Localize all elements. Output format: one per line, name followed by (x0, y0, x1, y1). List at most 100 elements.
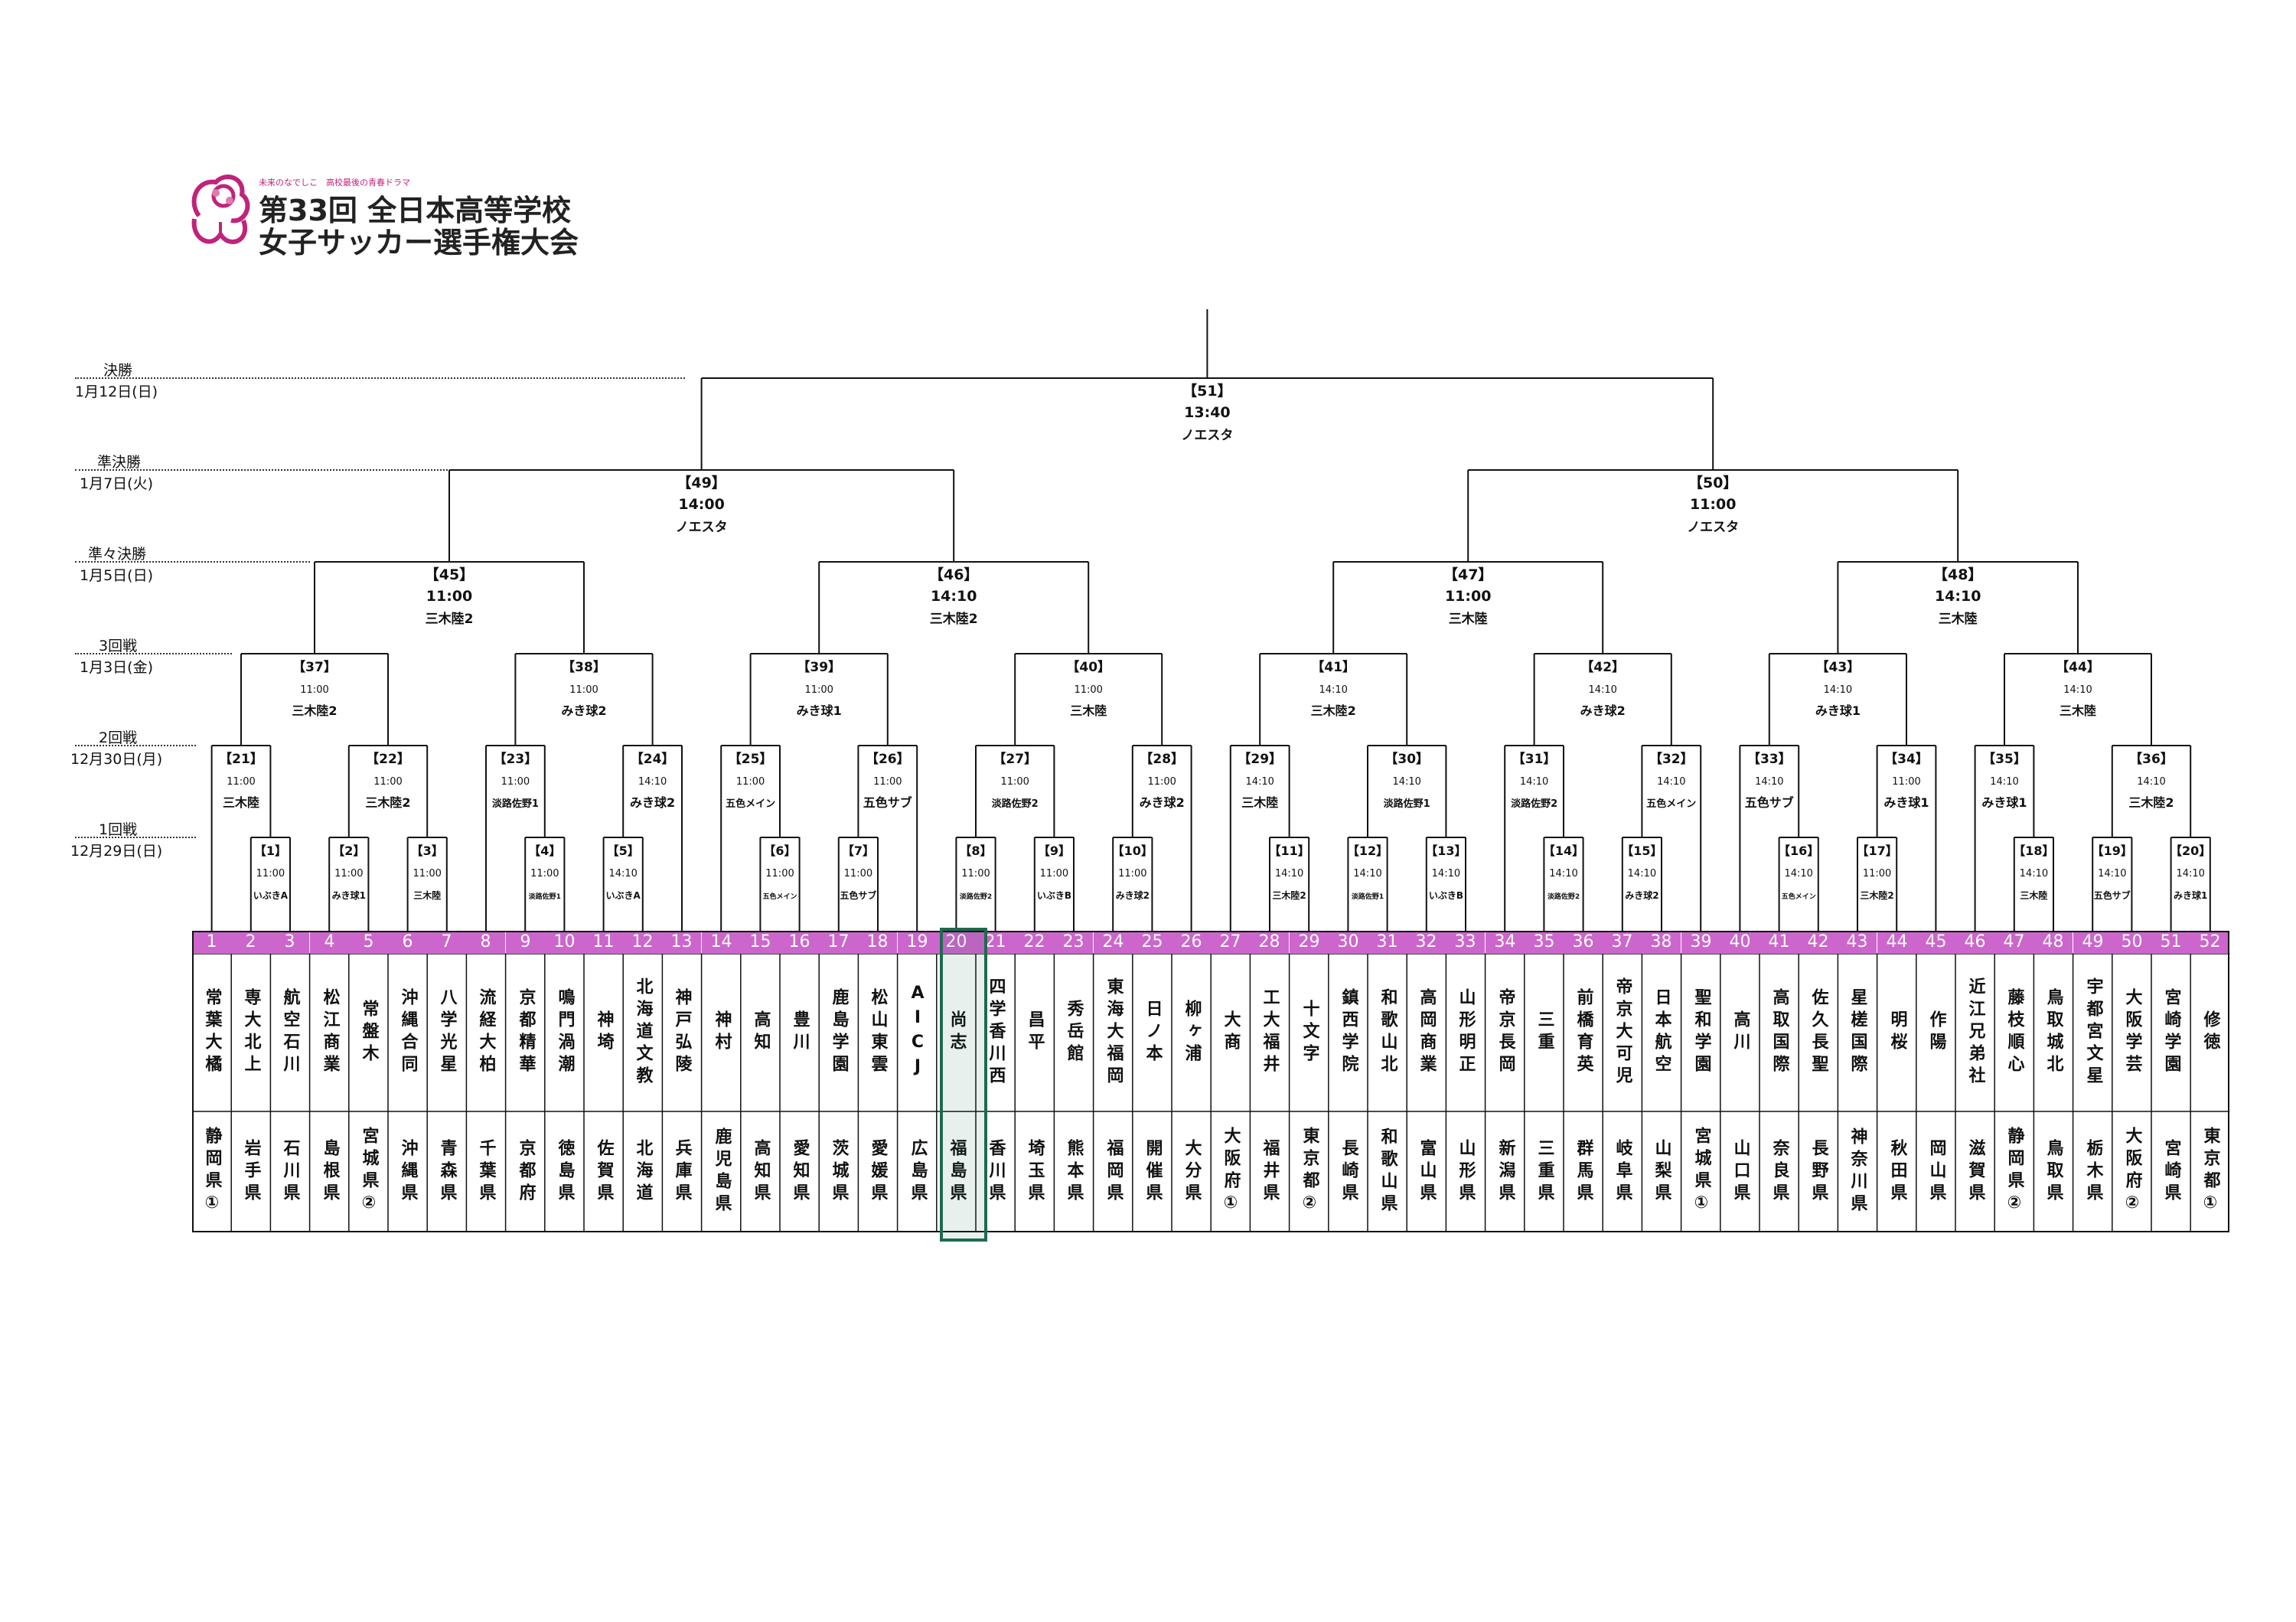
team-prefecture-cell: 栃木県 (2073, 1111, 2112, 1232)
round-divider-quarter (75, 561, 310, 563)
match-venue: ノエスタ (676, 520, 728, 535)
team-prefecture-cell: 富山県 (1407, 1111, 1446, 1232)
match-time: 11:00 (1118, 868, 1146, 880)
match-time: 14:10 (2020, 868, 2048, 880)
team-name-cell: 帝京長岡 (1486, 954, 1525, 1111)
team-name: 高川 (1730, 1010, 1750, 1055)
match-number: 【3】 (411, 844, 444, 858)
team-prefecture-cell: 沖縄県 (388, 1111, 427, 1232)
match-time: 11:00 (227, 776, 255, 788)
round-divider-r1 (75, 837, 196, 838)
match-time: 14:10 (1784, 868, 1812, 880)
match-number: 【33】 (1747, 751, 1792, 767)
team-name: 松江商業 (320, 988, 340, 1077)
team-prefecture: 広島県 (908, 1138, 928, 1206)
team-prefecture: 静岡県① (202, 1126, 222, 1218)
team-name-cell: 大阪学芸 (2112, 954, 2151, 1111)
team-prefecture-cell: 山口県 (1720, 1111, 1760, 1232)
team-prefecture-cell: 宮城県② (349, 1111, 388, 1232)
team-prefecture-cell: 岡山県 (1916, 1111, 1955, 1232)
match-time: 14:10 (1432, 868, 1460, 880)
team-number: 5 (349, 931, 388, 954)
team-prefecture-cell: 徳島県 (545, 1111, 584, 1232)
match-time: 11:00 (256, 868, 285, 880)
match-number: 【24】 (631, 751, 675, 767)
match-time: 14:10 (1520, 776, 1548, 788)
team-name-cell: 常盤木 (349, 954, 388, 1111)
match-venue: 三木陸 (1939, 611, 1978, 627)
team-name-cell: 高取国際 (1760, 954, 1799, 1111)
match-time: 14:10 (1275, 868, 1303, 880)
match-number: 【51】 (1182, 382, 1231, 400)
round-date-r3: 1月3日(金) (80, 659, 154, 676)
team-number: 16 (780, 931, 819, 954)
team-name: 大阪学芸 (2122, 988, 2142, 1077)
match-time: 11:00 (569, 684, 598, 696)
team-name: 近江兄弟社 (1965, 977, 1985, 1088)
match-venue: 淡路佐野2 (1511, 798, 1557, 810)
team-prefecture: 茨城県 (829, 1138, 849, 1206)
match-number: 【50】 (1688, 474, 1737, 491)
match-time: 14:10 (1657, 776, 1685, 788)
team-prefecture: 岩手県 (241, 1138, 261, 1206)
match-number: 【13】 (1425, 844, 1466, 858)
match-venue: みき球1 (1815, 703, 1861, 718)
team-name-cell: 豊川 (780, 954, 819, 1111)
match-number: 【1】 (254, 844, 287, 858)
team-name: 星槎国際 (1848, 988, 1867, 1077)
match-time: 13:40 (1184, 404, 1230, 421)
match-time: 11:00 (334, 868, 363, 880)
team-prefecture-cell: 和歌山県 (1368, 1111, 1407, 1232)
team-name-cell: 松山東雲 (858, 954, 897, 1111)
match-venue: 淡路佐野1 (529, 892, 561, 901)
team-prefecture-cell: 福島県 (937, 1111, 976, 1232)
match-time: 14:10 (1353, 868, 1381, 880)
round-date-quarter: 1月5日(日) (80, 567, 154, 584)
team-prefecture: 高知県 (751, 1138, 771, 1206)
team-prefecture: 秋田県 (1887, 1138, 1907, 1206)
match-number: 【40】 (1066, 659, 1110, 675)
match-venue: 三木陸2 (930, 611, 978, 627)
team-prefecture: 石川県 (280, 1138, 300, 1206)
match-number: 【11】 (1268, 844, 1309, 858)
team-prefecture-cell: 山梨県 (1642, 1111, 1681, 1232)
team-prefecture-cell: 千葉県 (466, 1111, 505, 1232)
match-number: 【21】 (219, 751, 263, 767)
match-number: 【28】 (1140, 751, 1184, 767)
team-prefecture-cell: 長崎県 (1329, 1111, 1368, 1232)
team-prefecture-cell: 愛媛県 (858, 1111, 897, 1232)
match-venue: 三木陸2 (365, 795, 410, 810)
team-number: 50 (2112, 931, 2151, 954)
team-prefecture: 和歌山県 (1378, 1128, 1397, 1216)
match-time: 14:10 (608, 868, 637, 880)
round-divider-r3 (75, 653, 232, 654)
match-venue: みき球2 (1580, 703, 1626, 718)
team-name: 大商 (1221, 1010, 1241, 1055)
match-venue: いぶきB (1037, 890, 1071, 901)
match-time: 14:10 (1990, 776, 2018, 788)
match-time: 11:00 (1690, 496, 1736, 513)
round-label-semi: 準決勝 (97, 454, 142, 471)
team-prefecture: 兵庫県 (672, 1138, 692, 1206)
team-prefecture-cell: 神奈川県 (1838, 1111, 1877, 1232)
team-number: 3 (270, 931, 309, 954)
team-name: 日本航空 (1652, 988, 1671, 1077)
team-number: 6 (388, 931, 427, 954)
match-number: 【36】 (2129, 751, 2174, 767)
team-name: 工大福井 (1260, 988, 1280, 1077)
team-name-cell: 京都精華 (506, 954, 545, 1111)
match-time: 11:00 (1147, 776, 1176, 788)
team-prefecture-cell: 大分県 (1172, 1111, 1211, 1232)
team-name-cell: 日本航空 (1642, 954, 1681, 1111)
team-prefecture-cell: 岩手県 (231, 1111, 270, 1232)
team-name-cell: 修徳 (2190, 954, 2229, 1111)
match-time: 11:00 (373, 776, 402, 788)
team-prefecture: 群馬県 (1574, 1138, 1593, 1206)
team-name: 明桜 (1887, 1010, 1907, 1055)
team-name-cell: 鳴門渦潮 (545, 954, 584, 1111)
match-venue: 三木陸2 (292, 703, 337, 718)
team-prefecture-cell: 埼玉県 (1015, 1111, 1054, 1232)
team-name: 松山東雲 (868, 988, 888, 1077)
match-time: 11:00 (736, 776, 765, 788)
